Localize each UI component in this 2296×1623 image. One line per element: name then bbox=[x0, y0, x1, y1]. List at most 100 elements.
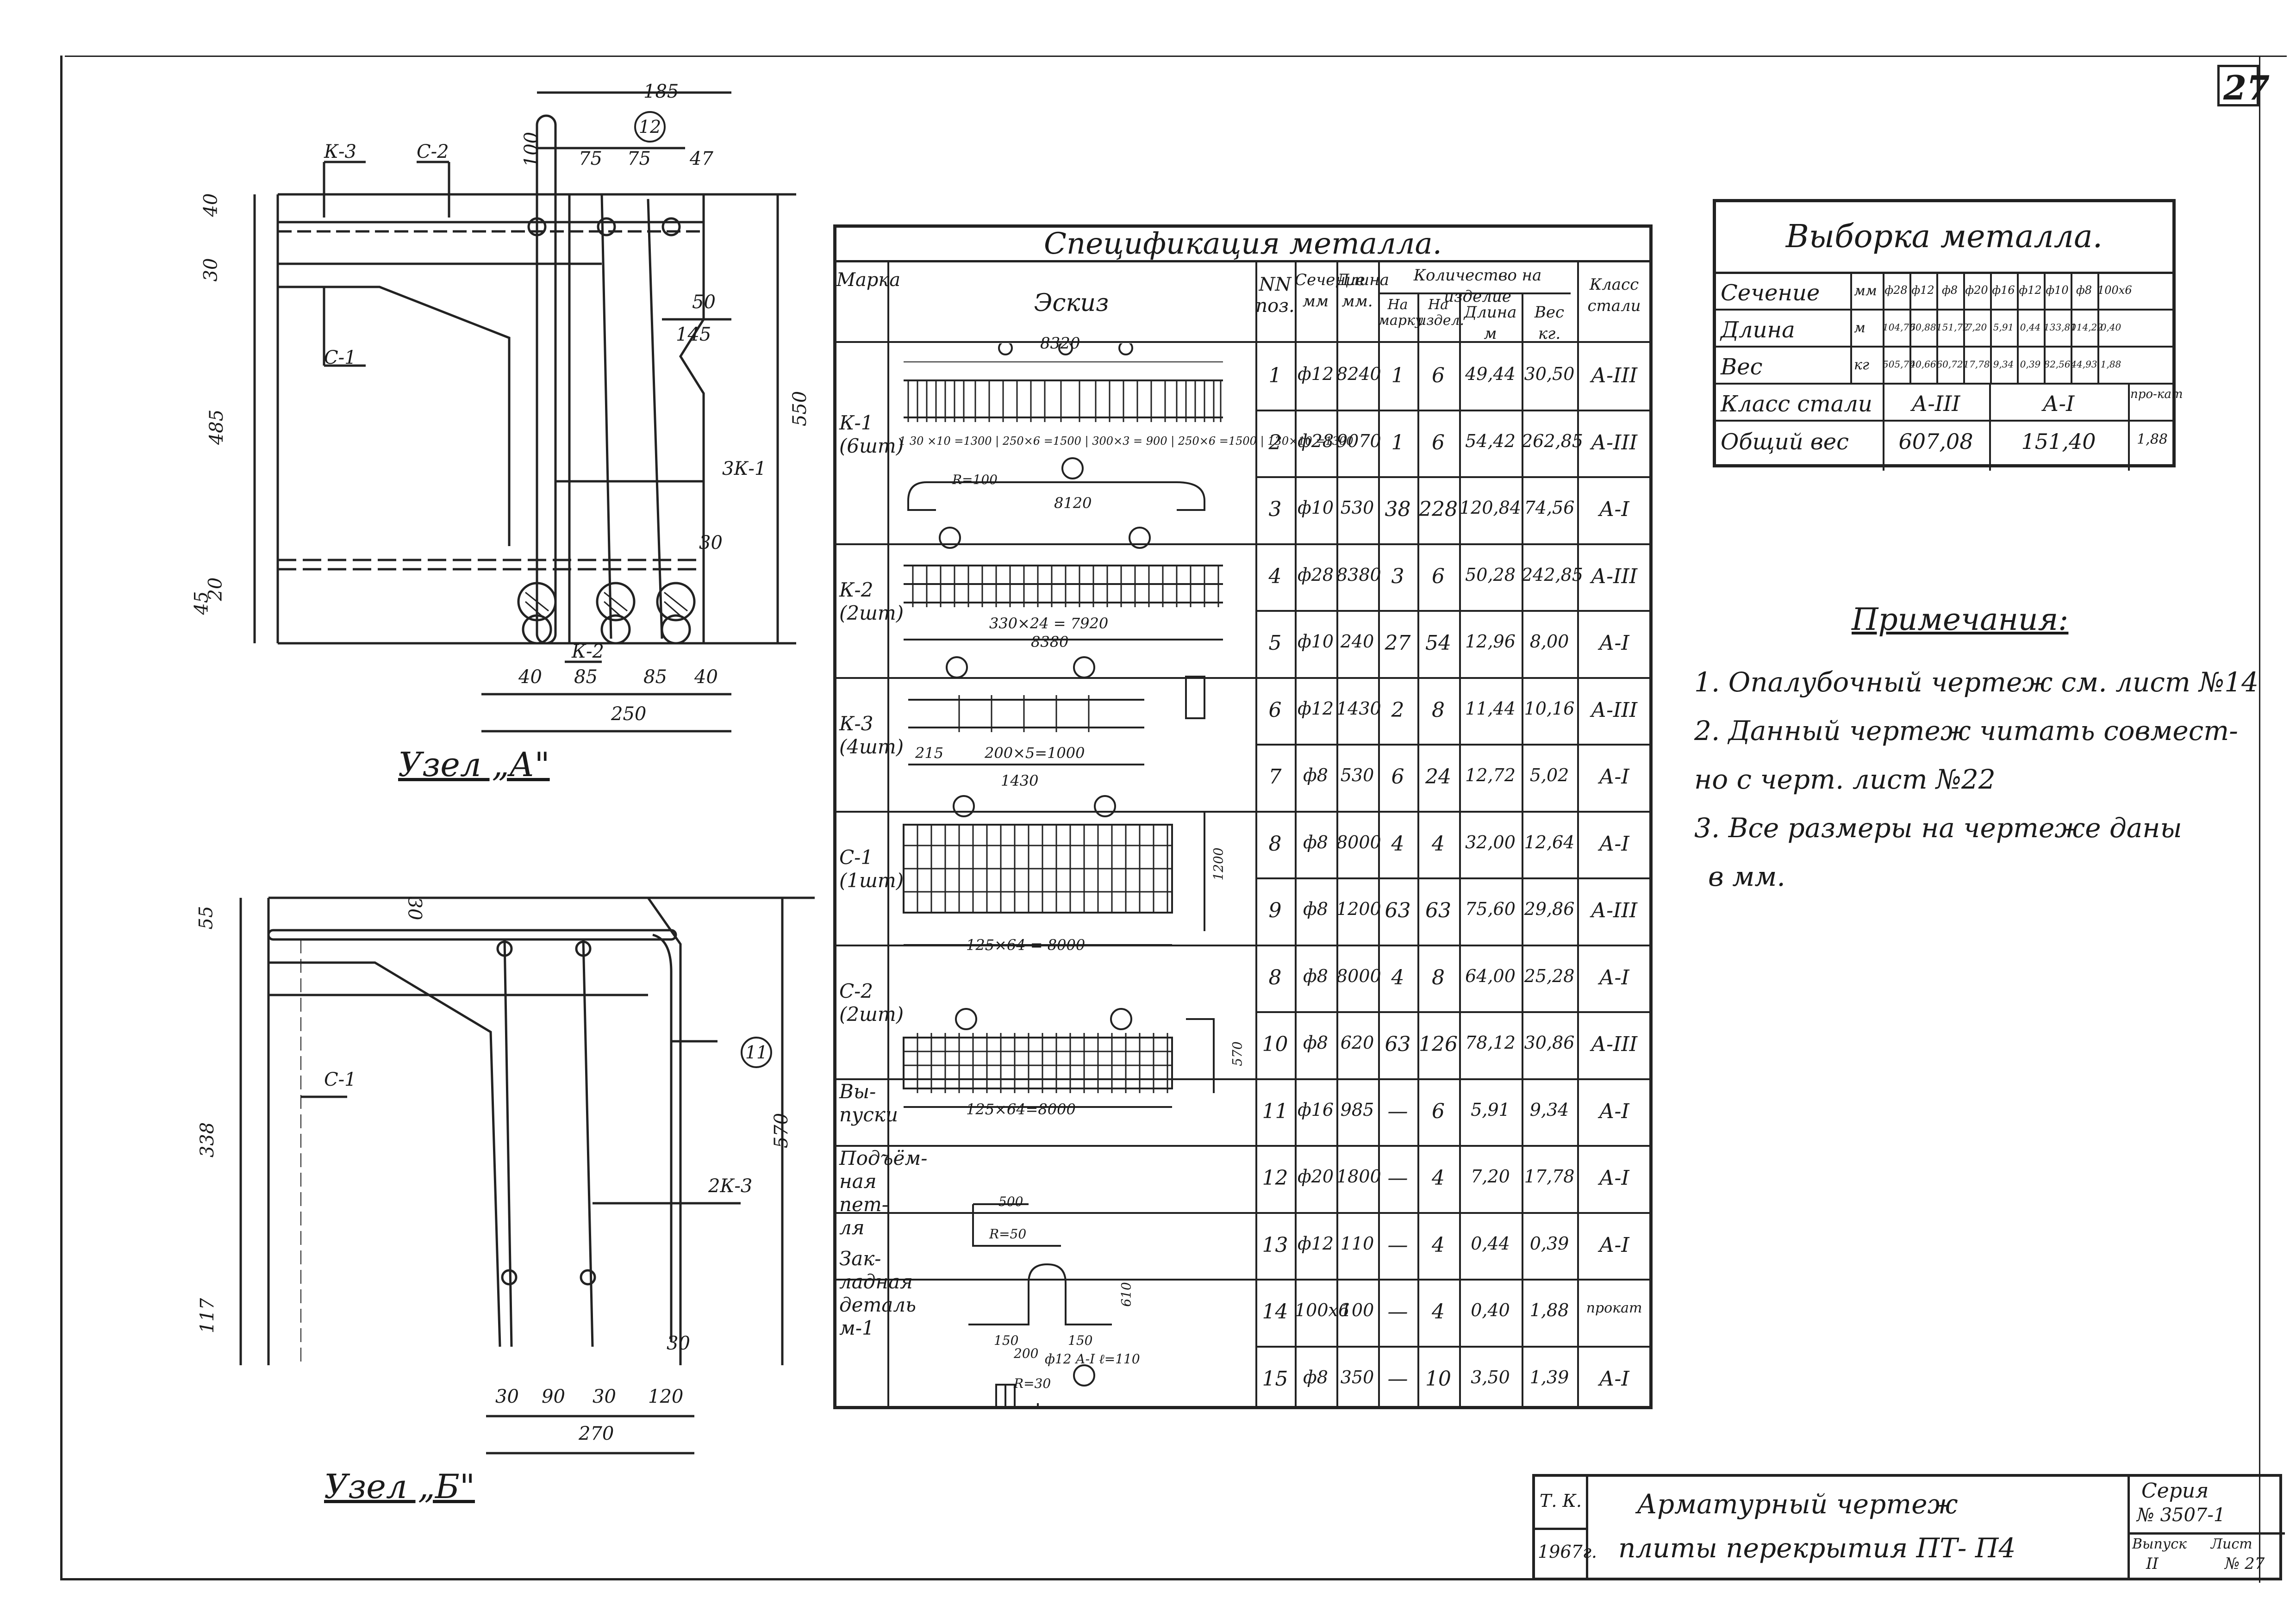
spec-cell-pos: 3 bbox=[1268, 497, 1282, 522]
tb-left-divider bbox=[1535, 1528, 1586, 1530]
spec-cell-steel: прокат bbox=[1586, 1300, 1642, 1317]
spec-group-line bbox=[836, 1279, 1649, 1281]
hdr-qty-mark: На марку bbox=[1378, 297, 1423, 329]
spec-cell-section: ф8 bbox=[1303, 832, 1328, 852]
spec-cell-pos: 10 bbox=[1262, 1032, 1288, 1057]
spec-row-line bbox=[1255, 877, 1649, 879]
hdr-qty-item: На издел. bbox=[1417, 297, 1465, 329]
sk-k2-bottom: 330×24 = 7920 bbox=[989, 615, 1109, 632]
sel-col-line bbox=[1850, 272, 1852, 383]
spec-mark-label: Подъём-ная пет-ля bbox=[839, 1147, 928, 1239]
spec-cell-section: ф8 bbox=[1303, 1032, 1328, 1053]
hdr-pos: NN поз. bbox=[1255, 274, 1295, 317]
spec-cell-pos: 1 bbox=[1268, 364, 1282, 388]
node-b-dim-b30b: 30 bbox=[593, 1386, 616, 1407]
node-b-dim-30: 30 bbox=[404, 896, 425, 920]
sk-r15-len: 200 bbox=[1014, 1346, 1039, 1361]
node-b-mark-2k3: 2К-3 bbox=[708, 1175, 753, 1197]
hdr-len-m: Длина м bbox=[1464, 303, 1517, 343]
spec-cell-weight: 9,34 bbox=[1529, 1099, 1569, 1120]
sel-cell: 0,39 bbox=[2020, 359, 2041, 370]
frame-top-border bbox=[65, 56, 2287, 57]
sel-steel-a1: А-I bbox=[2042, 391, 2075, 416]
sel-cell: 1,88 bbox=[2100, 359, 2121, 370]
spec-cell-pos: 11 bbox=[1262, 1099, 1288, 1123]
sel-col-header: ф28 bbox=[1884, 284, 1908, 297]
spec-group-line bbox=[836, 810, 1649, 813]
selection-title: Выборка металла. bbox=[1716, 202, 2172, 274]
sel-cell: 9,34 bbox=[1993, 359, 2014, 370]
node-a-dim-185: 185 bbox=[643, 81, 679, 102]
spec-cell-steel: А-I bbox=[1599, 1166, 1629, 1190]
sk-loop-h: 610 bbox=[1118, 1282, 1134, 1307]
spec-row-line bbox=[1255, 543, 1649, 545]
sk-c2-w: 570 bbox=[1229, 1041, 1245, 1066]
sel-cell: 114,22 bbox=[2071, 322, 2103, 333]
notes-title: Примечания: bbox=[1852, 602, 2069, 637]
spec-cell-len-m: 12,96 bbox=[1465, 631, 1516, 652]
sk-c1-w: 1200 bbox=[1210, 847, 1226, 881]
spec-title: Спецификация металла. bbox=[836, 228, 1649, 262]
sk-r15-r: R=30 bbox=[1014, 1376, 1051, 1391]
sk-c2-len: 125×64=8000 bbox=[966, 1101, 1076, 1118]
sel-cell: 133,80 bbox=[2044, 322, 2076, 333]
spec-cell-pos: 14 bbox=[1262, 1300, 1288, 1324]
hdr-qty-group: Количество на изделие bbox=[1413, 266, 1542, 306]
hdr-length: Длина мм. bbox=[1336, 271, 1389, 311]
spec-cell-weight: 1,39 bbox=[1529, 1367, 1569, 1387]
sk-k1-hook: R=100 bbox=[952, 472, 998, 487]
spec-cell-steel: А-III bbox=[1591, 364, 1638, 388]
col-line bbox=[1577, 260, 1579, 1406]
node-a-mark-c1: С-1 bbox=[324, 347, 356, 368]
sel-col-line bbox=[1990, 272, 1992, 383]
tb-right-divider bbox=[2128, 1477, 2130, 1578]
spec-cell-len-m: 32,00 bbox=[1465, 832, 1516, 852]
spec-cell-per-mark: — bbox=[1387, 1233, 1408, 1257]
spec-cell-per-item: 126 bbox=[1419, 1032, 1458, 1057]
spec-cell-steel: А-I bbox=[1599, 832, 1629, 856]
spec-cell-per-item: 10 bbox=[1425, 1367, 1451, 1391]
node-a-dim-30c: 30 bbox=[699, 532, 723, 553]
sel-col-header: ф16 bbox=[1992, 284, 2015, 297]
spec-mark-label: К-3 (4шт) bbox=[839, 712, 904, 758]
spec-row-line bbox=[1255, 810, 1649, 813]
spec-table: Спецификация металла. Марка Эскиз NN поз… bbox=[833, 224, 1653, 1409]
sel-col-line bbox=[2017, 272, 2019, 383]
col-line bbox=[1255, 260, 1257, 1406]
spec-cell-weight: 30,50 bbox=[1524, 364, 1575, 385]
tb-issue-label: Выпуск bbox=[2132, 1536, 2187, 1552]
spec-cell-per-mark: 4 bbox=[1391, 965, 1404, 989]
spec-row-line bbox=[1255, 1011, 1649, 1013]
sel-cell: 60,88 bbox=[1909, 322, 1936, 333]
node-b-dim-30r: 30 bbox=[667, 1333, 690, 1354]
sel-cell: 0,44 bbox=[2020, 322, 2041, 333]
spec-cell-weight: 30,86 bbox=[1524, 1032, 1575, 1053]
spec-cell-pos: 9 bbox=[1268, 899, 1282, 923]
tb-series-divider bbox=[2128, 1532, 2285, 1535]
spec-cell-pos: 12 bbox=[1262, 1166, 1288, 1190]
spec-cell-len-m: 120,84 bbox=[1460, 497, 1521, 518]
sk-loop-w1: 150 bbox=[994, 1333, 1019, 1348]
spec-cell-steel: А-I bbox=[1599, 497, 1629, 522]
spec-group-line bbox=[836, 944, 1649, 946]
hdr-steel: Класс стали bbox=[1587, 275, 1641, 315]
spec-cell-per-mark: 1 bbox=[1391, 364, 1404, 388]
hdr-section: Сечение мм bbox=[1295, 271, 1365, 311]
spec-cell-steel: А-III bbox=[1591, 899, 1638, 923]
node-b-dim-b30a: 30 bbox=[495, 1386, 519, 1407]
spec-cell-section: ф16 bbox=[1297, 1099, 1334, 1120]
col-line bbox=[1459, 292, 1461, 1406]
node-b-pos-11-circle: 11 bbox=[741, 1037, 772, 1068]
tb-issue: II bbox=[2146, 1555, 2159, 1573]
sk-k1-bottom: 1 30 ×10 =1300 | 250×6 =1500 | 300×3 = 9… bbox=[899, 435, 1354, 448]
spec-cell-len-m: 64,00 bbox=[1465, 965, 1516, 986]
sel-col-header: ф10 bbox=[2046, 284, 2069, 297]
node-a-dim-100: 100 bbox=[521, 131, 543, 168]
spec-mark-label: С-1 (1шт) bbox=[839, 846, 904, 892]
node-a-mark-3k1: 3К-1 bbox=[722, 458, 767, 479]
spec-cell-length: 8000 bbox=[1336, 832, 1381, 852]
spec-row-line bbox=[1255, 409, 1649, 411]
sel-row-line bbox=[1716, 383, 2172, 385]
col-line bbox=[1378, 260, 1380, 1406]
spec-cell-pos: 7 bbox=[1268, 765, 1282, 789]
